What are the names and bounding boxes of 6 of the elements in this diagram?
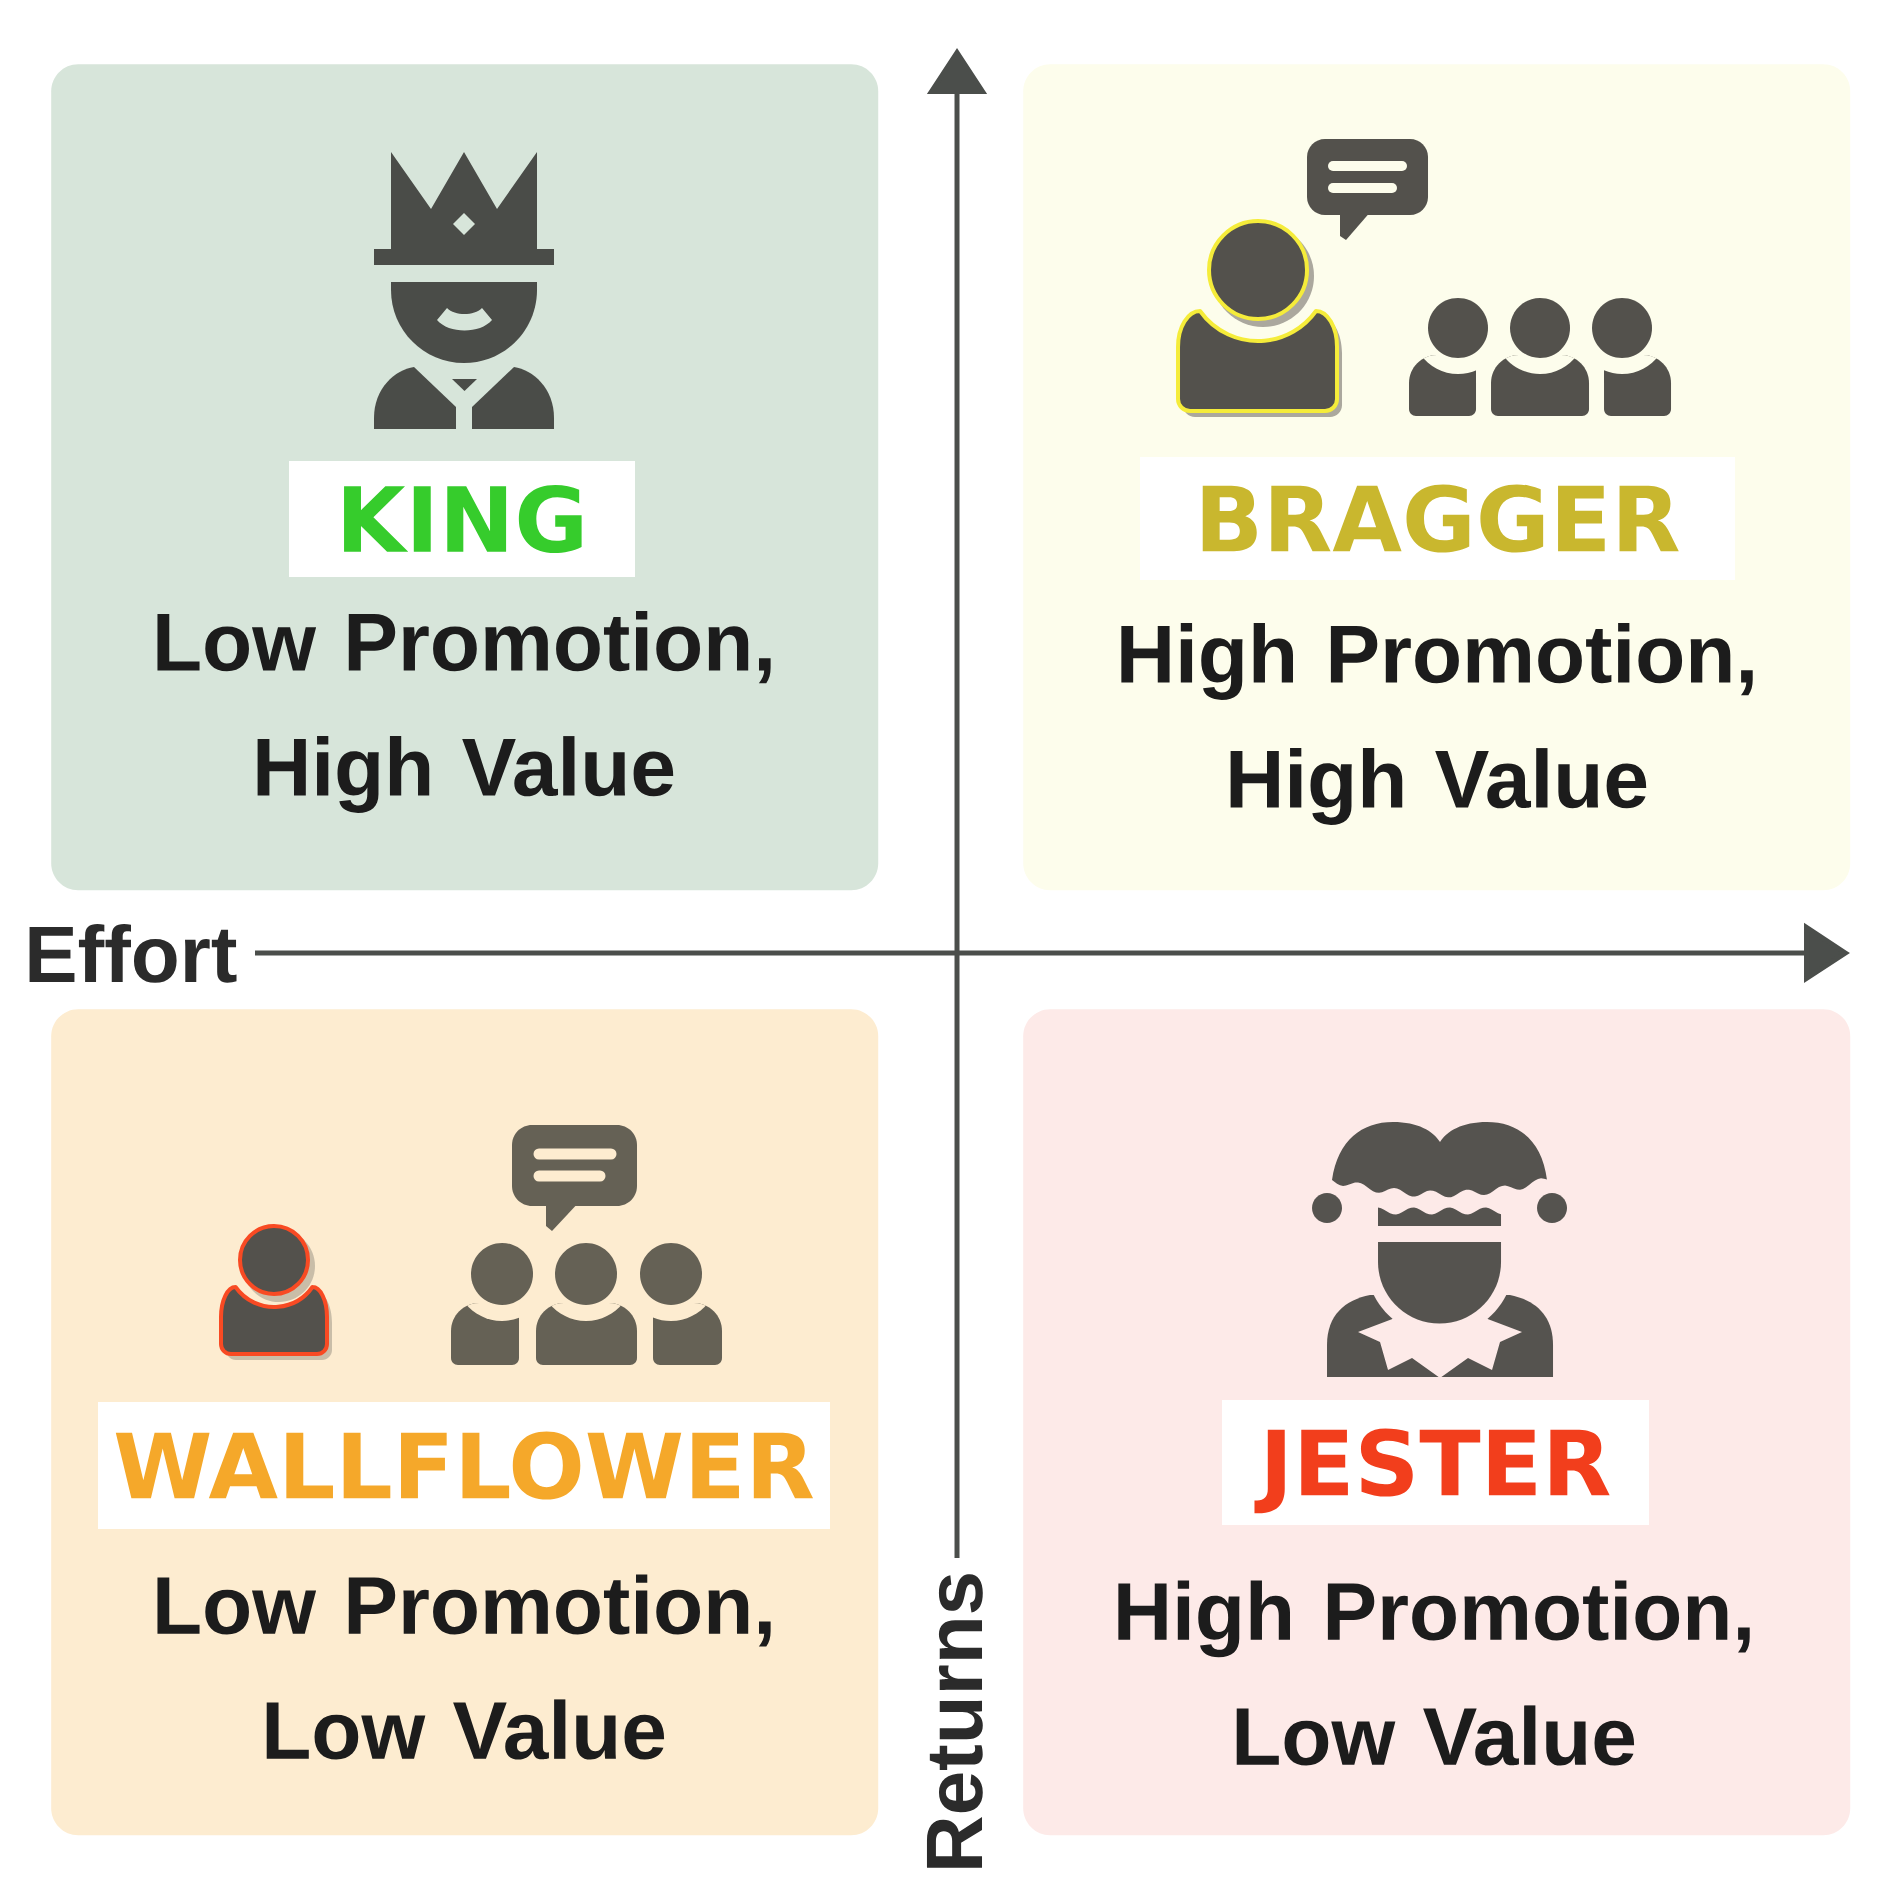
axis-label: Returns — [926, 1574, 983, 1868]
title-box: KING — [289, 461, 635, 577]
title-box: WALLFLOWER — [98, 1402, 830, 1529]
axis-label: Effort — [29, 924, 237, 983]
title-box: JESTER — [1222, 1400, 1649, 1525]
title-box: BRAGGER — [1140, 457, 1735, 580]
